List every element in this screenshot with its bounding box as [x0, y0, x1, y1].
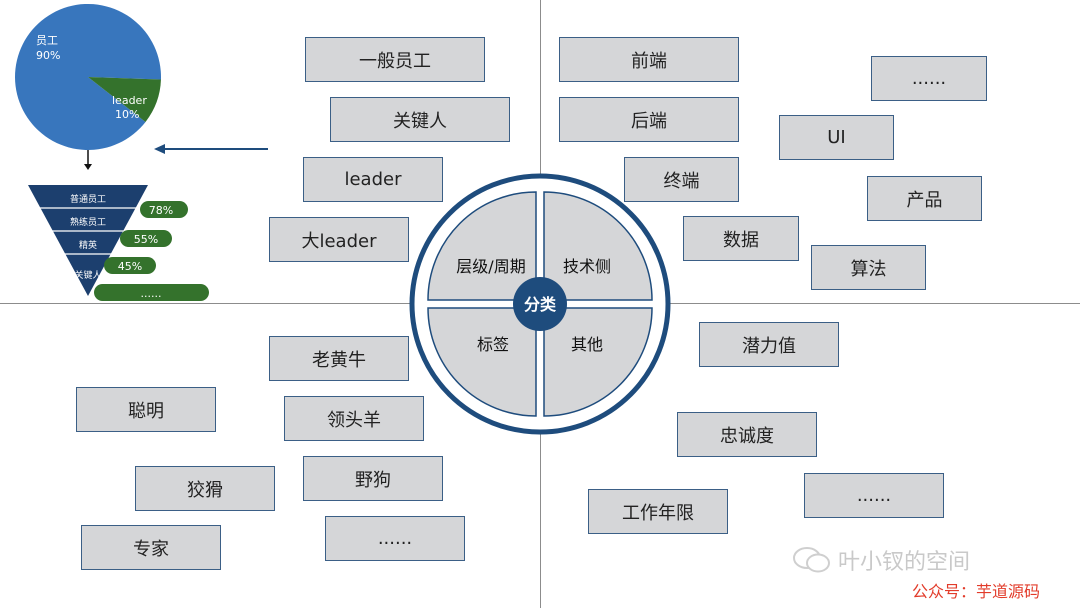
- tag-box-7: 专家: [81, 525, 221, 570]
- pie-percent-leader: 10%: [115, 108, 139, 121]
- funnel-badge-2: 55%: [134, 233, 158, 246]
- tag-box-6: 狡猾: [135, 466, 275, 511]
- funnel-level-3: 精英: [79, 239, 97, 251]
- down-arrow-head: [84, 164, 92, 170]
- quadrant-top-right: [543, 191, 653, 301]
- pie-slice-staff: [15, 3, 162, 150]
- center-diagram: 层级/周期 技术侧 标签 其他 分类: [409, 173, 671, 435]
- level-box-4: 大leader: [269, 217, 409, 262]
- watermark-name: 叶小钗的空间: [838, 550, 971, 575]
- funnel-badge: [94, 284, 209, 301]
- tech-box-2: 后端: [559, 97, 739, 142]
- tech-box-5: ......: [871, 56, 987, 101]
- funnel-badge-1: 78%: [149, 204, 173, 217]
- wechat-icon: [793, 547, 830, 573]
- tech-box-6: UI: [779, 115, 894, 160]
- other-box-2: 忠诚度: [677, 412, 817, 457]
- funnel-badge: [140, 201, 188, 218]
- funnel-level-2: 熟练员工: [70, 216, 106, 228]
- tech-box-1: 前端: [559, 37, 739, 82]
- quadrant-label-level: 层级/周期: [456, 257, 525, 276]
- pie-label-leader: leader: [112, 94, 147, 107]
- funnel-badge-4: ......: [141, 287, 162, 300]
- funnel-level-1: 普通员工: [70, 193, 106, 205]
- quadrant-bottom-right: [543, 307, 653, 417]
- funnel-badge: [104, 257, 156, 274]
- tag-box-2: 领头羊: [284, 396, 424, 441]
- center-label: 分类: [524, 295, 557, 314]
- tech-box-4: 数据: [683, 216, 799, 261]
- quadrant-label-tags: 标签: [477, 335, 509, 354]
- tech-box-8: 算法: [811, 245, 926, 290]
- tag-box-3: 野狗: [303, 456, 443, 501]
- tech-box-7: 产品: [867, 176, 982, 221]
- tag-box-1: 老黄牛: [269, 336, 409, 381]
- quadrant-top-left: [427, 191, 537, 301]
- other-box-1: 潜力值: [699, 322, 839, 367]
- funnel-chart: 普通员工 熟练员工 精英 关键人 78% 55% 45% ......: [28, 185, 209, 301]
- pie-chart: 员工 90% leader 10%: [15, 3, 268, 170]
- pie-label-staff: 员工: [36, 34, 58, 47]
- tag-box-4: ......: [325, 516, 465, 561]
- level-box-1: 一般员工: [305, 37, 485, 82]
- quadrant-label-tech: 技术侧: [563, 257, 611, 276]
- footer-account: 公众号：芋道源码: [912, 582, 1041, 601]
- tag-box-5: 聪明: [76, 387, 216, 432]
- level-box-2: 关键人: [330, 97, 510, 142]
- level-box-3: leader: [303, 157, 443, 202]
- center-hub: [513, 277, 567, 331]
- quadrant-bottom-left: [427, 307, 537, 417]
- other-box-4: ......: [804, 473, 944, 518]
- other-box-3: 工作年限: [588, 489, 728, 534]
- quadrant-label-other: 其他: [571, 335, 603, 354]
- left-arrow-head: [154, 144, 165, 154]
- funnel-shape: [28, 185, 148, 296]
- pie-percent-staff: 90%: [36, 49, 60, 62]
- tech-box-3: 终端: [624, 157, 739, 202]
- funnel-level-4: 关键人: [74, 269, 101, 281]
- pie-slice-leader: [88, 77, 161, 122]
- funnel-badge-3: 45%: [118, 260, 142, 273]
- funnel-badge: [120, 230, 172, 247]
